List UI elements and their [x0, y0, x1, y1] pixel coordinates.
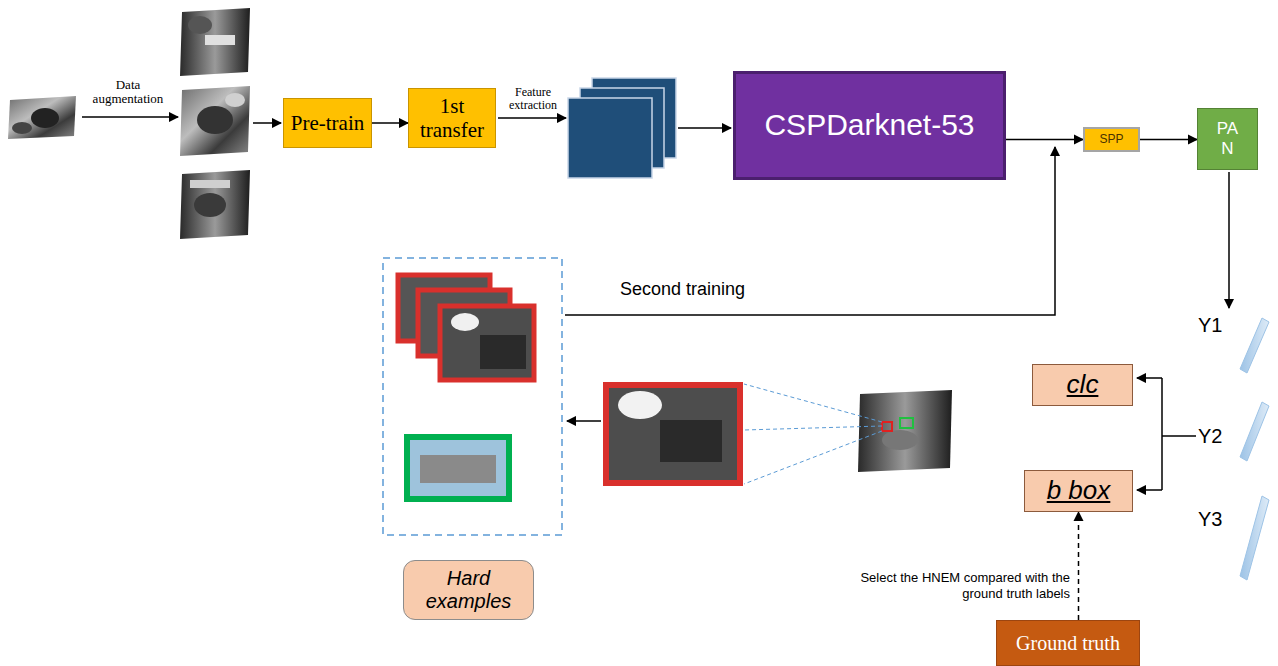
arrow-label: Feature extraction: [505, 86, 561, 112]
arrow-label: Second training: [620, 278, 800, 300]
arrow: [1228, 172, 1230, 308]
arrow: [82, 116, 178, 118]
zoomed-example: [606, 385, 740, 483]
backbone-box: CSPDarknet-53: [733, 71, 1006, 180]
hard-example-region: [383, 258, 562, 535]
augmented-images: [180, 8, 250, 239]
zoom-lines: [744, 384, 882, 484]
arrow: [567, 420, 601, 422]
node-text: Ground truth: [1016, 632, 1120, 655]
node-text: CSPDarknet-53: [764, 108, 974, 143]
detection-image: [858, 390, 952, 472]
node-text: Pre-train: [291, 111, 364, 135]
arrow: [253, 122, 281, 124]
output-label: Y2: [1198, 424, 1232, 448]
module-box: PA N: [1197, 108, 1258, 170]
node-text: PA N: [1215, 119, 1241, 158]
bracket-arrows: [1137, 378, 1196, 490]
node-text: 1st transfer: [415, 94, 489, 142]
hard-example-images: [398, 275, 534, 499]
connector: [1078, 512, 1080, 620]
node-text: b box: [1047, 476, 1111, 506]
output-box: clc: [1032, 364, 1133, 406]
node-text: SPP: [1099, 133, 1123, 147]
output-bars: [1240, 318, 1269, 580]
process-box: Pre-train: [283, 98, 372, 148]
connector: [1006, 139, 1083, 141]
edge-label: Select the HNEM compared with the ground…: [858, 570, 1070, 602]
output-label: Y1: [1198, 313, 1232, 337]
process-box: 1st transfer: [408, 88, 496, 148]
connector: [372, 122, 408, 124]
caption-box: Hard examples: [403, 560, 534, 620]
node-text: Hard examples: [414, 567, 524, 613]
input-box: Ground truth: [996, 620, 1140, 666]
output-label: Y3: [1198, 507, 1232, 531]
arrow-label: Data augmentation: [88, 78, 168, 106]
arrow: [498, 117, 566, 119]
node-text: clc: [1067, 370, 1099, 400]
feature-maps: [568, 78, 676, 178]
connector: [1140, 139, 1197, 141]
arrow: [678, 127, 731, 129]
module-box: SPP: [1083, 127, 1140, 152]
output-box: b box: [1024, 470, 1133, 512]
input-image: [8, 96, 76, 139]
